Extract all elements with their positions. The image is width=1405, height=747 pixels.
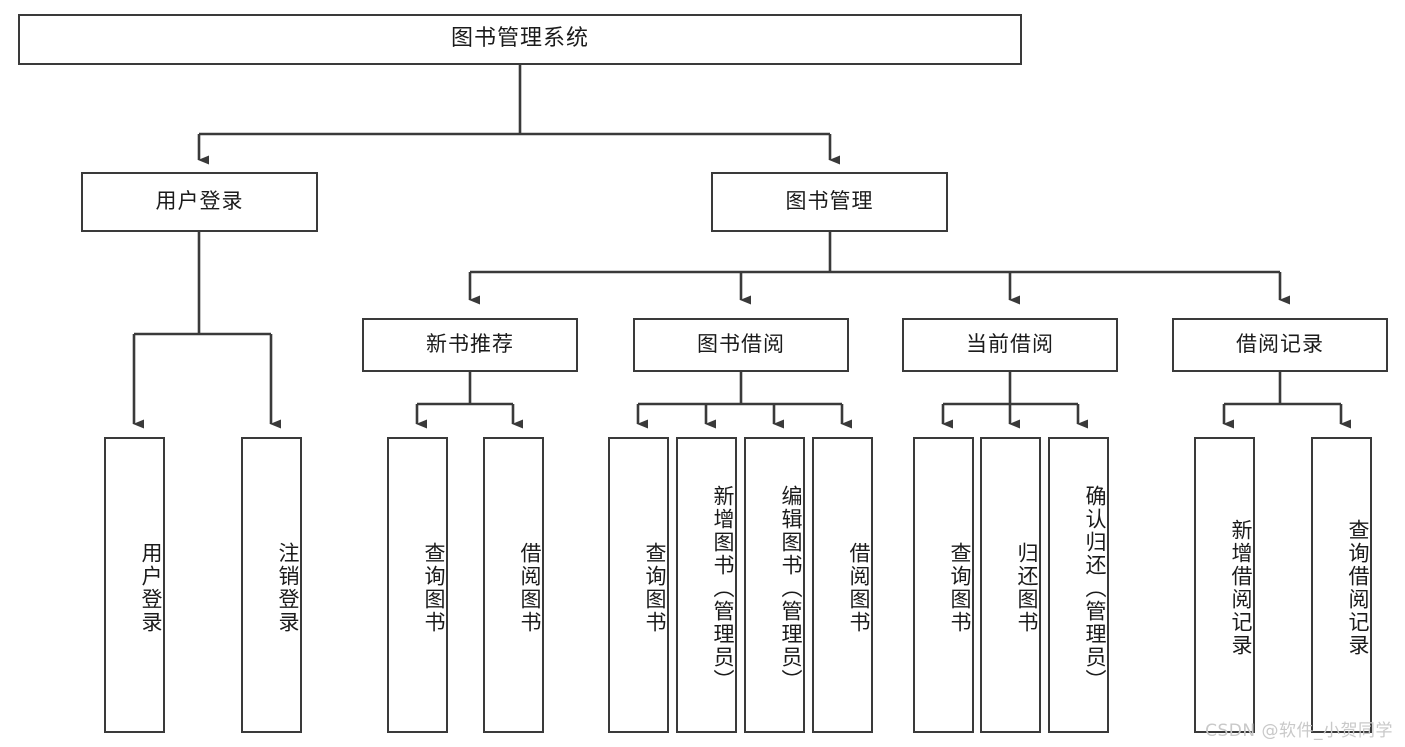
- node-borrow-record[interactable]: 借阅记录: [1172, 318, 1388, 372]
- leaf-user-login[interactable]: 用户登录: [104, 437, 165, 733]
- node-new-book-recommend[interactable]: 新书推荐: [362, 318, 578, 372]
- leaf-record-query-borrow-record[interactable]: 查询借阅记录: [1311, 437, 1372, 733]
- leaf-recommend-borrow-book[interactable]: 借阅图书: [483, 437, 544, 733]
- leaf-current-confirm-return-admin[interactable]: 确认归还（管理员）: [1048, 437, 1109, 733]
- leaf-borrow-query-book[interactable]: 查询图书: [608, 437, 669, 733]
- leaf-borrow-edit-book-admin[interactable]: 编辑图书（管理员）: [744, 437, 805, 733]
- leaf-user-logout[interactable]: 注销登录: [241, 437, 302, 733]
- node-current-borrow[interactable]: 当前借阅: [902, 318, 1118, 372]
- leaf-recommend-query-book[interactable]: 查询图书: [387, 437, 448, 733]
- node-book-management[interactable]: 图书管理: [711, 172, 948, 232]
- leaf-record-add-borrow-record[interactable]: 新增借阅记录: [1194, 437, 1255, 733]
- csdn-watermark: CSDN @软件_小贺同学: [1205, 721, 1393, 741]
- leaf-current-return-book[interactable]: 归还图书: [980, 437, 1041, 733]
- node-user-login[interactable]: 用户登录: [81, 172, 318, 232]
- leaf-current-query-book[interactable]: 查询图书: [913, 437, 974, 733]
- node-book-borrow[interactable]: 图书借阅: [633, 318, 849, 372]
- leaf-borrow-add-book-admin[interactable]: 新增图书（管理员）: [676, 437, 737, 733]
- node-root-book-management-system[interactable]: 图书管理系统: [18, 14, 1022, 65]
- leaf-borrow-borrow-book[interactable]: 借阅图书: [812, 437, 873, 733]
